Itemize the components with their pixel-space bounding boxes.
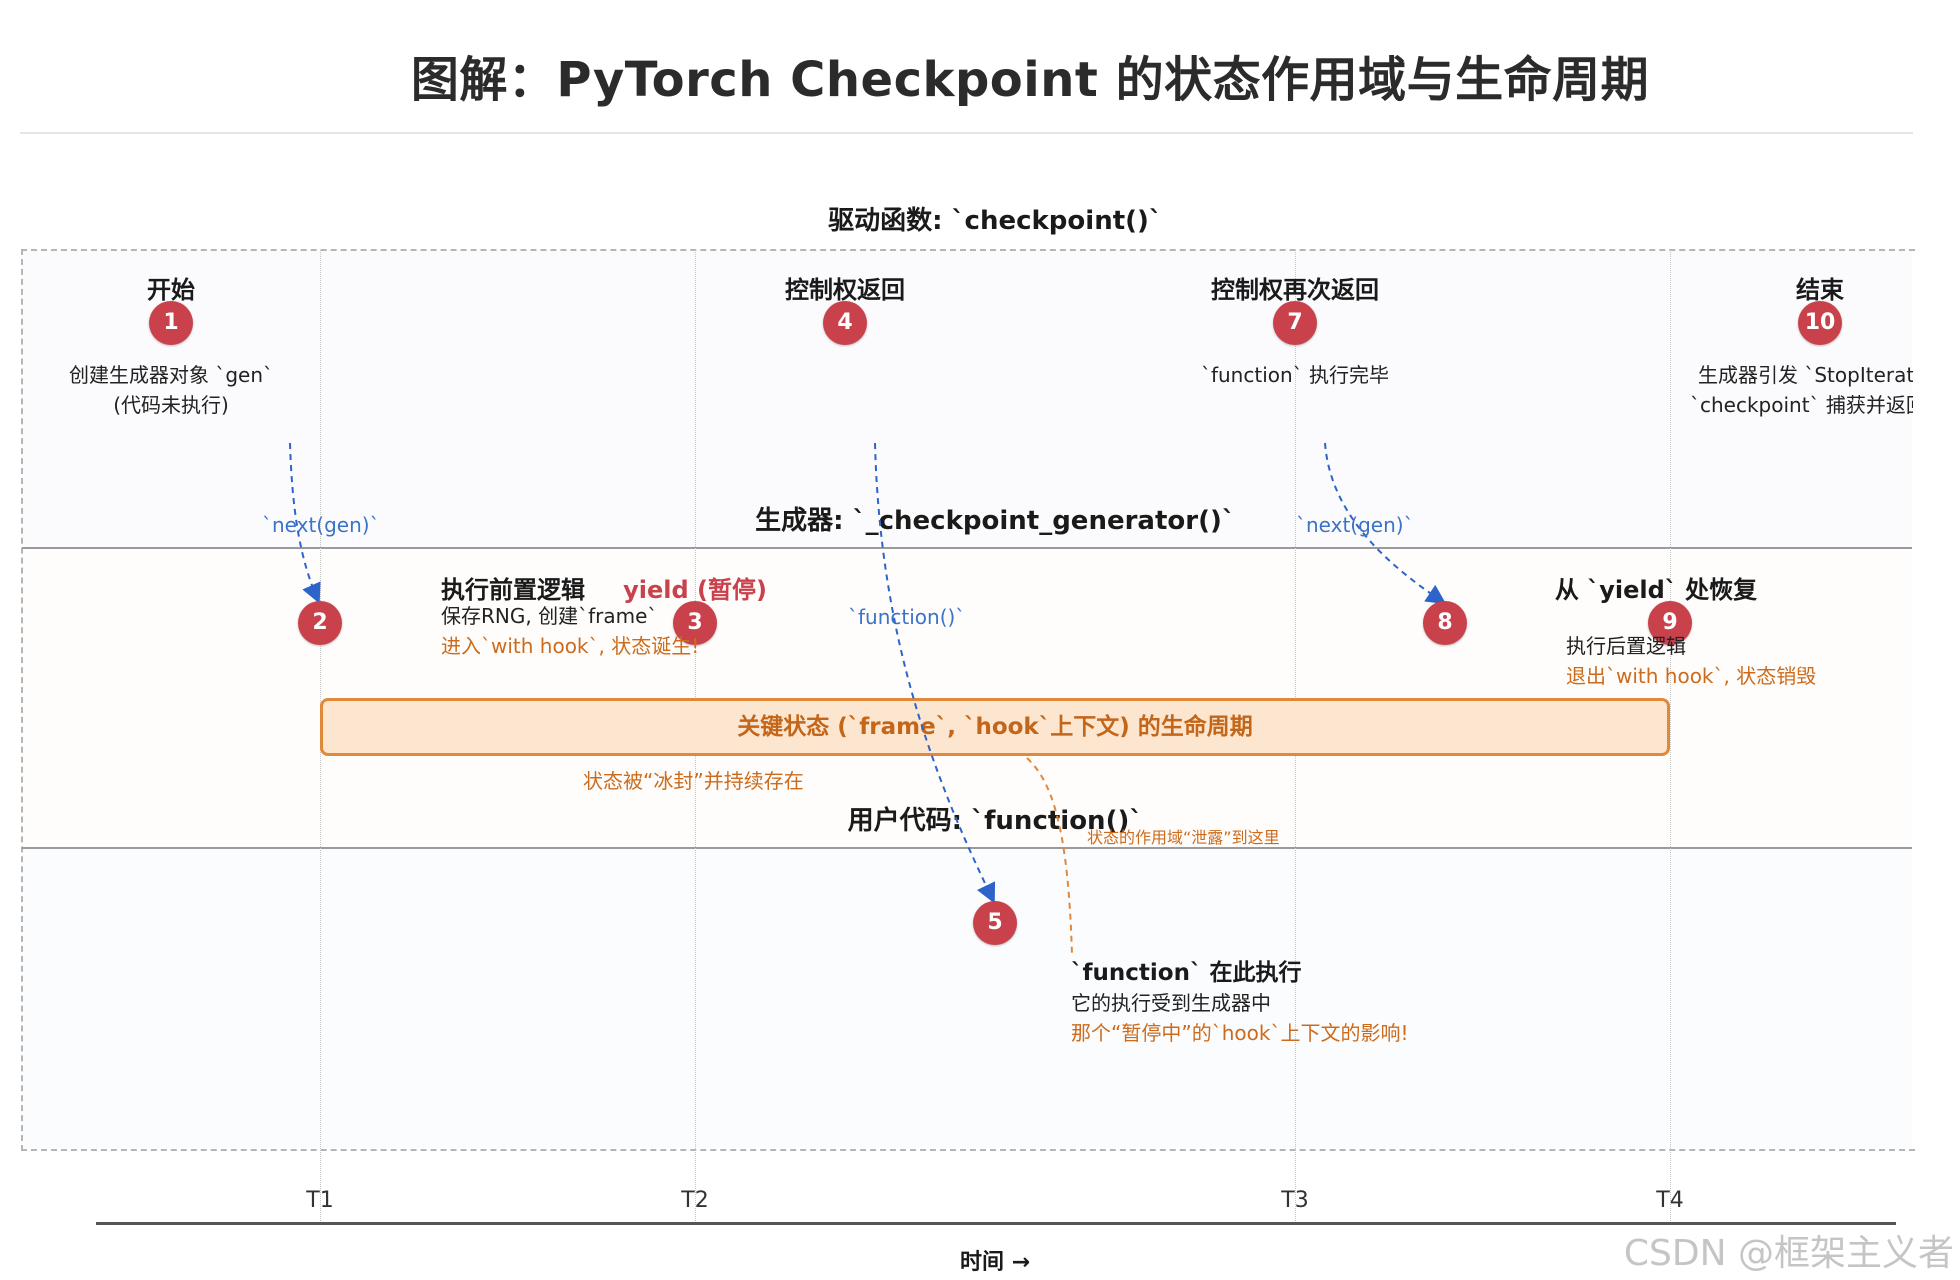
event-7-badge: 7 [1273,301,1317,345]
arrow-function-call [874,442,996,904]
tick-t3: T3 [1281,1188,1309,1213]
event-5-title: `function` 在此执行 [1071,960,1302,986]
scope-leak-line [1026,757,1073,956]
event-4-badge: 4 [823,301,867,345]
event-1-title: 开始 [147,276,195,304]
lane-title-driver: 驱动函数: `checkpoint()` [828,206,1162,236]
time-guide-t4 [1670,250,1671,1225]
lane-driver [22,250,1912,548]
event-1-line2: (代码未执行) [113,393,229,417]
event-3-desc: 保存RNG, 创建`frame` 进入`with hook`, 状态诞生! [441,601,699,661]
event-7-desc: `function` 执行完毕 [1200,363,1390,387]
arrow-label-next-gen-2: `next(gen)` [1296,513,1414,537]
arrow-label-function-call: `function()` [848,605,966,629]
arrow-next-gen-1 [289,442,321,604]
event-5-desc: `function` 在此执行 它的执行受到生成器中 那个“暂停中”的`hook… [1071,958,1408,1048]
event-10-title: 结束 [1796,276,1844,304]
event-9-line2: 退出`with hook`, 状态销毁 [1566,664,1817,688]
tick-t1: T1 [306,1188,334,1213]
event-5-badge: 5 [973,901,1017,945]
watermark: CSDN @框架主义者 [1623,1233,1954,1274]
time-axis-label: 时间 → [959,1250,1031,1275]
event-1-line1: 创建生成器对象 `gen` [68,363,274,387]
event-1-desc: 创建生成器对象 `gen` (代码未执行) [69,360,273,420]
lane-divider-1 [22,547,1912,549]
event-2-badge: 2 [298,601,342,645]
event-3-line2: 进入`with hook`, 状态诞生! [441,634,700,658]
event-5-line1: 它的执行受到生成器中 [1071,991,1271,1015]
lane-user-code [22,848,1912,1148]
state-lifecycle-bar: 关键状态 (`frame`, `hook`上下文) 的生命周期 [320,698,1670,756]
event-9-line1: 执行后置逻辑 [1566,634,1686,658]
title-divider [20,132,1913,134]
event-3-badge: 3 [673,601,717,645]
tick-t2: T2 [681,1188,709,1213]
event-10-line2: `checkpoint` 捕获并返回 [1690,393,1913,417]
event-5-line2: 那个“暂停中”的`hook`上下文的影响! [1071,1021,1409,1045]
time-axis [96,1222,1896,1225]
event-7-title: 控制权再次返回 [1211,276,1379,304]
event-10-clip: 生成器引发 `StopIteration` `checkpoint` 捕获并返回 [1640,0,1913,1280]
event-10-line1: 生成器引发 `StopIteration` [1698,363,1913,387]
lane-title-user-code: 用户代码: `function()` [847,806,1143,836]
event-10-desc: 生成器引发 `StopIteration` `checkpoint` 捕获并返回 [1690,360,1913,420]
event-3-line1: 保存RNG, 创建`frame` [441,604,658,628]
frozen-state-note: 状态被“冰封”并持续存在 [583,769,804,793]
event-9-desc: 执行后置逻辑 退出`with hook`, 状态销毁 [1566,631,1816,691]
lanes-frame [21,249,1915,1151]
arrow-label-next-gen-1: `next(gen)` [262,513,380,537]
event-9-title: 从 `yield` 处恢复 [1554,576,1758,604]
scope-leak-note: 状态的作用域“泄露”到这里 [1087,828,1280,847]
event-1-badge: 1 [149,301,193,345]
page-title: 图解：PyTorch Checkpoint 的状态作用域与生命周期 [410,52,1650,108]
state-lifecycle-label: 关键状态 (`frame`, `hook`上下文) 的生命周期 [737,714,1253,740]
arrow-next-gen-2 [1324,442,1447,605]
lane-divider-2 [22,847,1912,849]
event-4-title: 控制权返回 [785,276,905,304]
event-3-yield-label: yield (暂停) [623,576,767,604]
event-9-badge: 9 [1648,601,1692,645]
event-8-badge: 8 [1423,601,1467,645]
tick-t4: T4 [1656,1188,1684,1213]
lane-title-generator: 生成器: `_checkpoint_generator()` [755,506,1235,536]
event-10-badge: 10 [1798,301,1842,345]
event-3-pre-title: 执行前置逻辑 [441,576,585,604]
